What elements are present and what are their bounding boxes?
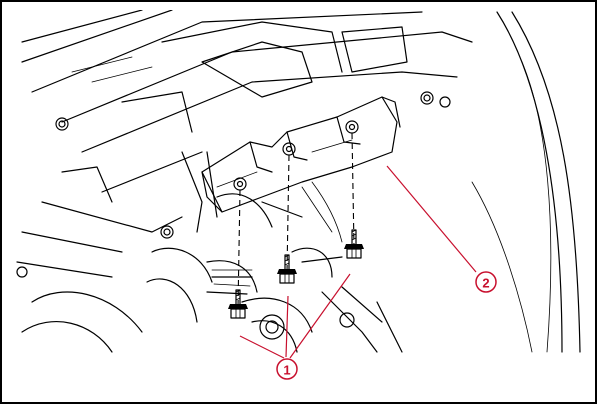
bolt xyxy=(228,289,248,319)
leader-lines xyxy=(239,165,477,359)
underbody-panel xyxy=(16,10,473,278)
leader-line-2 xyxy=(386,165,477,273)
alignment-lines xyxy=(237,132,355,308)
illustration xyxy=(16,10,581,353)
leader-line-1b xyxy=(285,295,289,358)
bracket-cover xyxy=(201,96,401,213)
engine-components xyxy=(21,181,403,353)
leader-line-1c xyxy=(289,273,351,359)
callout-1: 1 xyxy=(276,358,298,380)
callout-1-label: 1 xyxy=(283,363,290,378)
bolt xyxy=(277,254,297,284)
body-curves xyxy=(471,11,581,353)
callout-2-label: 2 xyxy=(482,276,489,291)
leader-line-1a xyxy=(239,335,285,359)
bolt xyxy=(344,229,364,259)
callout-2: 2 xyxy=(475,271,497,293)
